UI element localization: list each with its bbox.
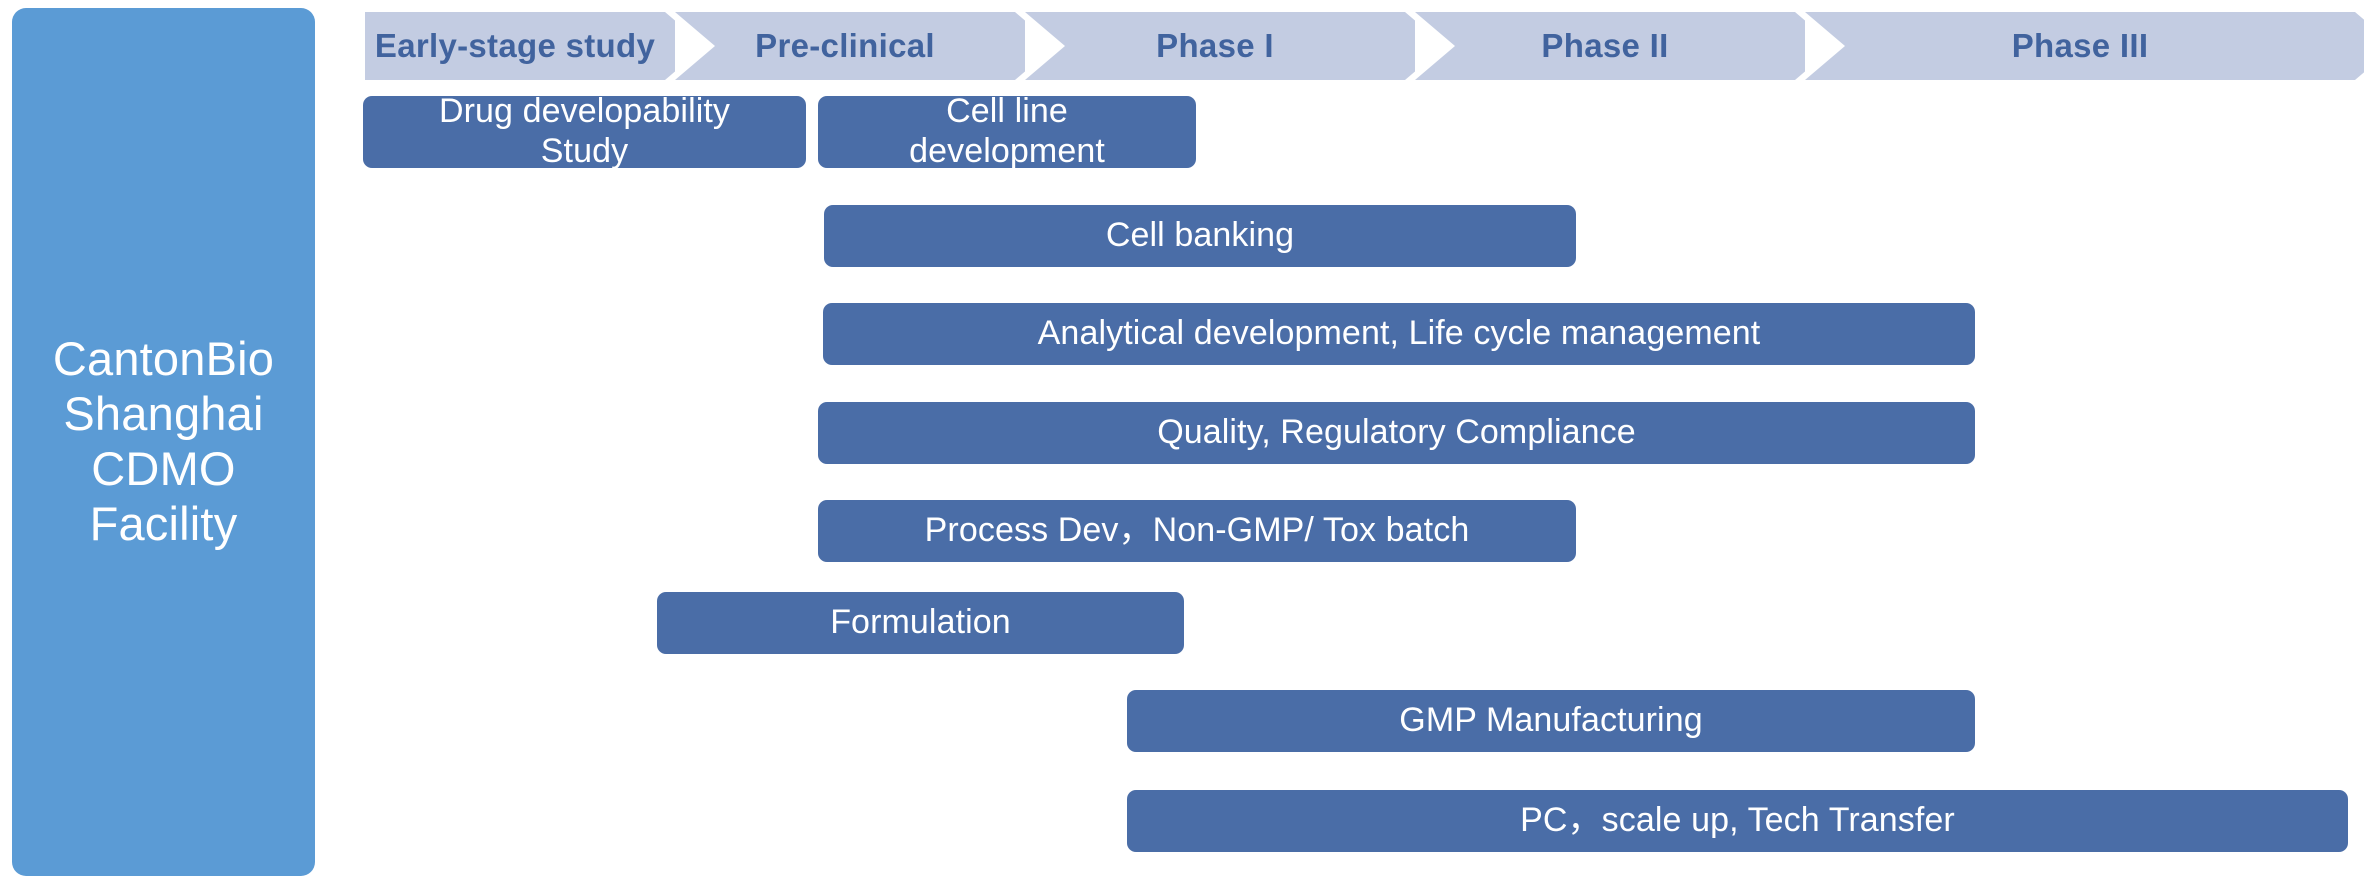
activity-bar[interactable]: Process Dev，Non-GMP/ Tox batch [818, 500, 1576, 562]
phase-chevron-5[interactable]: Phase III [1805, 12, 2364, 80]
activity-bar[interactable]: GMP Manufacturing [1127, 690, 1975, 752]
activity-bar-label: Quality, Regulatory Compliance [1157, 413, 1636, 452]
activity-bar[interactable]: Quality, Regulatory Compliance [818, 402, 1975, 464]
phase-label: Phase III [2011, 27, 2149, 64]
chevron-notch-icon [1805, 12, 1845, 80]
phase-chevron-4[interactable]: Phase II [1415, 12, 1835, 80]
phase-label: Phase II [1541, 27, 1669, 64]
phase-header-track: Early-stage study Pre-clinical Phase I Phas… [365, 12, 2364, 80]
activity-bar-label: Analytical development, Life cycle manag… [1037, 314, 1761, 353]
activity-bar[interactable]: Cell banking [824, 205, 1576, 267]
activity-bar-label: Cell line development [909, 92, 1105, 170]
facility-panel: CantonBio Shanghai CDMO Facility [12, 8, 315, 876]
phase-label: Phase I [1156, 27, 1274, 64]
chevron-notch-icon [1415, 12, 1455, 80]
phase-chevron-2[interactable]: Pre-clinical [675, 12, 1055, 80]
chevron-arrow-icon [2355, 12, 2364, 80]
activity-bar-label: Formulation [830, 603, 1011, 642]
activity-bar[interactable]: PC，scale up, Tech Transfer [1127, 790, 2348, 852]
activity-bar-label: PC，scale up, Tech Transfer [1520, 801, 1955, 840]
facility-name: CantonBio Shanghai CDMO Facility [52, 332, 275, 550]
chevron-notch-icon [1025, 12, 1065, 80]
activity-bar-label: Cell banking [1105, 216, 1295, 255]
phase-chevron-1[interactable]: Early-stage study [365, 12, 705, 80]
activity-bar-label: Process Dev，Non-GMP/ Tox batch [924, 511, 1470, 550]
chevron-notch-icon [675, 12, 715, 80]
activity-bar[interactable]: Analytical development, Life cycle manag… [823, 303, 1975, 365]
activity-bar-label: Drug developability Study [438, 92, 731, 170]
activity-bar[interactable]: Drug developability Study [363, 92, 806, 170]
phase-label: Pre-clinical [755, 27, 935, 64]
phase-chevron-3[interactable]: Phase I [1025, 12, 1445, 80]
activity-bar[interactable]: Cell line development [818, 92, 1196, 170]
phase-label: Early-stage study [374, 27, 656, 64]
activity-bar[interactable]: Formulation [657, 592, 1184, 654]
activity-bar-label: GMP Manufacturing [1399, 701, 1703, 740]
